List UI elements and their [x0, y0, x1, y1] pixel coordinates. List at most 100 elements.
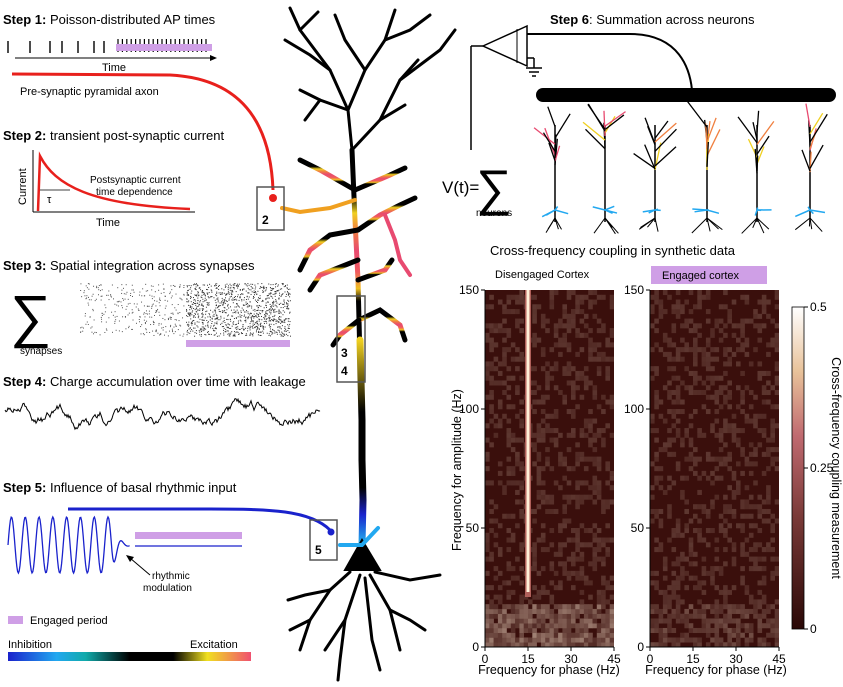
heat-cell [497, 404, 503, 410]
heat-cell [583, 366, 589, 372]
heat-cell [701, 570, 707, 576]
heat-cell [753, 447, 758, 453]
synapse-dot-mark [216, 287, 218, 289]
heat-cell [502, 485, 507, 491]
heat-cell [753, 608, 758, 614]
synapse-dot-mark [189, 313, 191, 315]
heat-cell [519, 618, 524, 624]
heat-cell [740, 399, 745, 405]
heat-cell [697, 532, 702, 538]
heat-cell [566, 556, 572, 562]
heat-cell [562, 570, 567, 576]
heat-cell [688, 613, 694, 619]
heat-cell [588, 380, 593, 386]
heat-cell [675, 418, 681, 424]
heat-cell [571, 409, 576, 415]
synapse-dot-mark [88, 304, 90, 306]
synapse-dot-mark [153, 322, 155, 324]
synapse-dot-mark [241, 288, 243, 290]
heat-cell [558, 318, 563, 324]
heat-cell [502, 489, 507, 495]
synapse-dot-mark [220, 317, 222, 319]
heat-cell [592, 432, 598, 438]
heat-cell [601, 613, 606, 619]
heat-cell [770, 627, 775, 634]
heat-cell [510, 589, 516, 595]
heat-cell [601, 428, 606, 434]
heat-cell [562, 323, 567, 329]
heat-cell [744, 351, 750, 357]
synapse-dot-mark [228, 307, 230, 309]
synapse-dot-mark [221, 302, 223, 304]
synapse-dot-mark [284, 326, 286, 328]
synapse-dot-mark [259, 334, 261, 336]
synapse-dot-mark [285, 333, 287, 335]
synapse-dot-mark [274, 304, 276, 306]
heat-cell [740, 389, 745, 396]
heat-cell [654, 627, 659, 634]
heat-cell [658, 447, 664, 453]
heat-cell [566, 632, 572, 638]
heat-cell [497, 570, 503, 576]
synapse-dot-mark [225, 324, 227, 326]
psc-caption-2: time dependence [96, 187, 173, 198]
heat-cell [596, 594, 602, 600]
heat-cell [558, 351, 563, 357]
synapse-dot-mark [256, 320, 258, 322]
synapse-dot-mark [118, 320, 120, 322]
synapse-dot-mark [230, 285, 232, 287]
heat-cell [506, 437, 512, 443]
heat-cell [693, 513, 698, 519]
synapse-dot [269, 194, 277, 202]
heat-cell [536, 604, 542, 610]
synapse-dot-mark [277, 284, 279, 286]
heat-cell [675, 637, 681, 643]
heat-cell [523, 642, 529, 647]
synapse-dot-mark [206, 310, 208, 312]
synapse-dot-mark [289, 293, 291, 295]
synapse-dot-mark [281, 334, 283, 336]
heat-cell [485, 366, 490, 372]
heat-cell [723, 599, 728, 605]
heat-cell [650, 642, 655, 647]
heat-cell [688, 318, 694, 324]
heat-cell [497, 551, 503, 557]
synapse-dot-mark [216, 292, 218, 294]
synapse-dot-mark [200, 304, 202, 306]
heat-cell [650, 428, 655, 434]
synapse-dot-mark [283, 299, 285, 301]
synapse-dot-mark [232, 315, 234, 317]
heat-cell [744, 504, 750, 510]
heat-cell [680, 570, 685, 576]
synapse-dot-mark [199, 287, 201, 289]
heat-cell [766, 632, 771, 638]
synapse-dot-mark [269, 286, 271, 288]
heat-cell [515, 604, 520, 610]
synapse-dot-mark [170, 285, 172, 287]
heat-cell [592, 523, 598, 529]
heat-cell [744, 418, 750, 424]
synapse-dot-mark [243, 315, 245, 317]
synapse-dot-mark [268, 317, 270, 319]
synapse-dot-mark [116, 301, 118, 303]
heat-cell [497, 299, 503, 305]
synapse-dot-mark [131, 295, 133, 297]
synapse-dot-mark [200, 329, 202, 331]
heat-cell [748, 442, 754, 448]
heat-cell [532, 447, 537, 453]
synapse-dot-mark [278, 312, 280, 314]
synapse-dot-mark [266, 332, 268, 334]
synapse-dot-mark [91, 295, 93, 297]
synapse-dot-mark [250, 312, 252, 314]
heat-cell [662, 627, 668, 634]
heat-cell [609, 623, 614, 629]
heat-cell [740, 342, 745, 348]
heat-cell [723, 442, 728, 448]
heat-cell [705, 294, 711, 300]
synapse-dot-mark [286, 284, 288, 286]
heat-cell [596, 356, 602, 362]
synapse-dot-mark [265, 298, 267, 300]
heat-cell [485, 585, 490, 591]
heat-cell [519, 604, 524, 610]
heat-cell [532, 608, 537, 614]
